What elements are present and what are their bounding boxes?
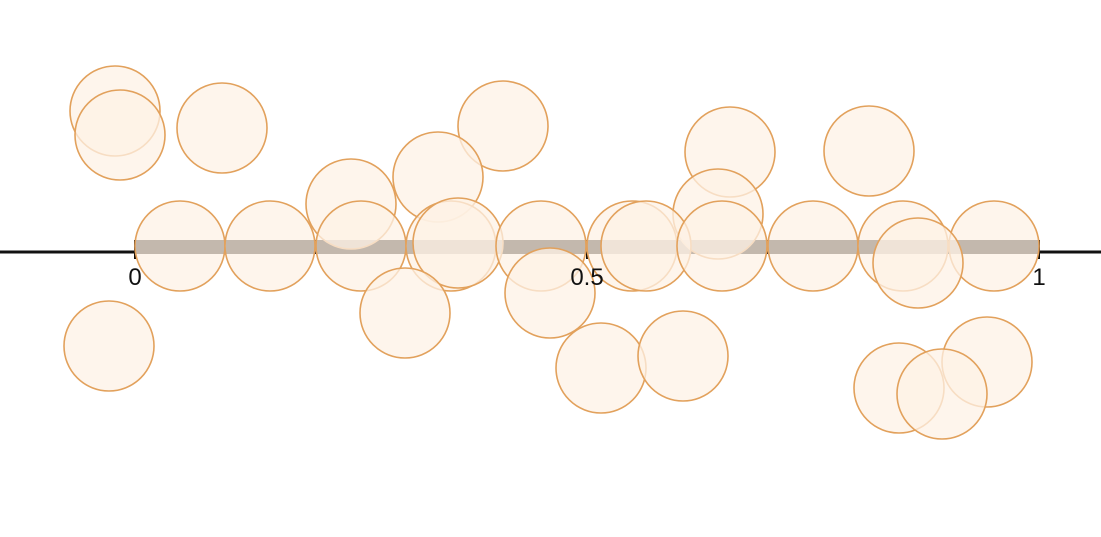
disk-2: [74, 89, 166, 181]
disk-18: [676, 200, 768, 292]
disk-30: [896, 348, 988, 440]
disk-22: [872, 217, 964, 309]
disk-8: [823, 105, 915, 197]
tick-label-0: 0: [128, 264, 141, 291]
disk-24: [359, 267, 451, 359]
disk-23: [504, 247, 596, 339]
disk-21: [948, 200, 1040, 292]
disk-4: [457, 80, 549, 172]
tick-labels: 0 0.5 1: [128, 264, 1045, 291]
disk-3: [176, 82, 268, 174]
disk-19: [767, 200, 859, 292]
disk-layer: [63, 65, 1040, 440]
disk-25: [63, 300, 155, 392]
disk-10: [134, 200, 226, 292]
tick-label-1: 1: [1032, 264, 1045, 291]
disk-11: [224, 200, 316, 292]
disk-27: [637, 310, 729, 402]
tick-label-0-5: 0.5: [570, 264, 603, 291]
disk-26: [555, 322, 647, 414]
